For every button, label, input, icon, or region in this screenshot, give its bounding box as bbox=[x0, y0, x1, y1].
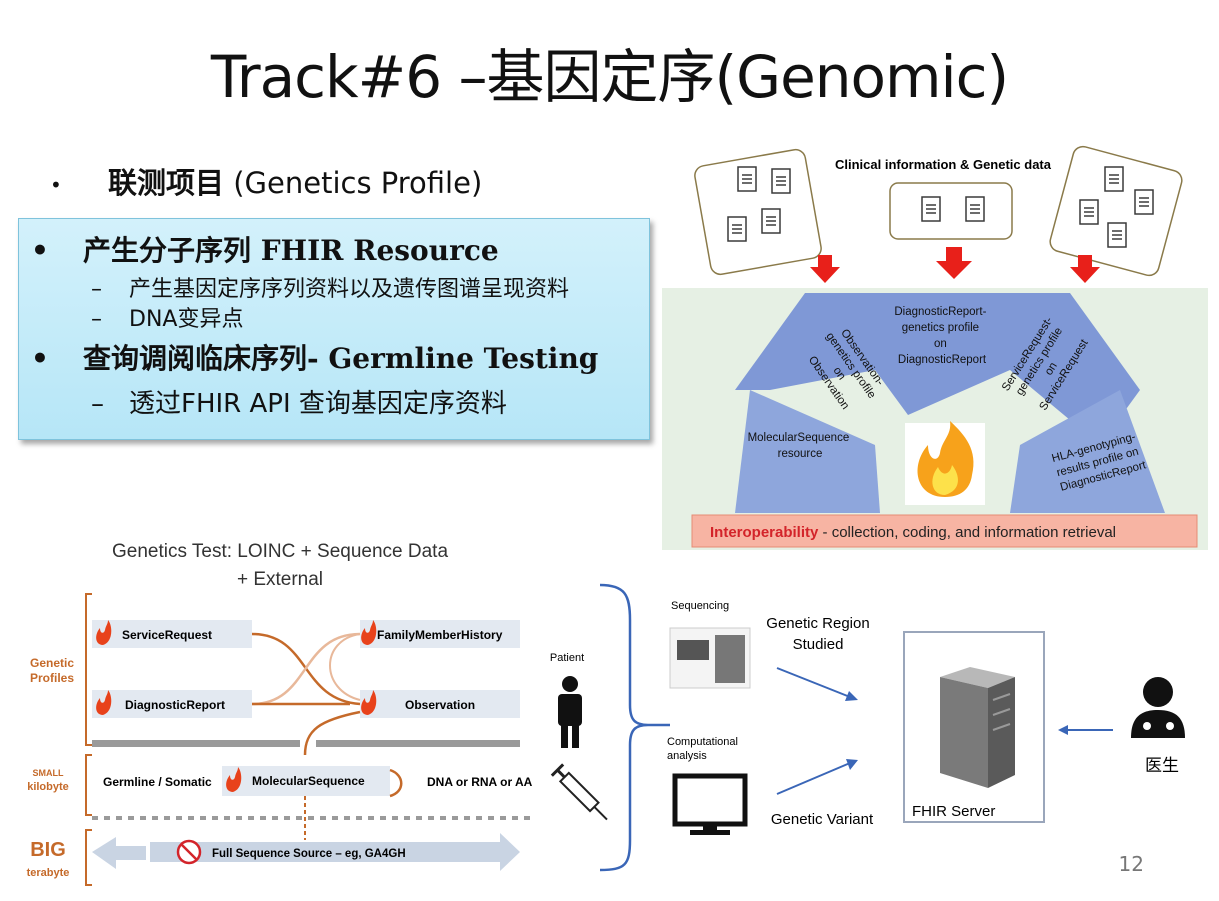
document-icon bbox=[771, 168, 791, 194]
flow-diagram: Genetics Test: LOINC + Sequence Data + E… bbox=[27, 541, 533, 886]
svg-text:MolecularSequence: MolecularSequence bbox=[252, 774, 365, 788]
fan-diagram: Clinical information & Genetic data Mole… bbox=[662, 145, 1208, 550]
document-icon bbox=[1134, 189, 1154, 215]
slide-number: 12 bbox=[1118, 852, 1144, 876]
computational-label-1: Computational bbox=[667, 736, 738, 748]
svg-text:terabyte: terabyte bbox=[27, 867, 70, 879]
node-molecularsequence bbox=[222, 766, 390, 796]
red-arrow-icon bbox=[810, 255, 840, 283]
bullet-marker: • bbox=[50, 173, 62, 197]
region-label-1: Genetic Region bbox=[766, 615, 869, 632]
svg-text:Patient: Patient bbox=[550, 652, 584, 664]
doctor-icon bbox=[1131, 677, 1185, 738]
top-bullet-cn: 联测项目 bbox=[108, 166, 225, 200]
fan-label-molecularsequence: MolecularSequence resource bbox=[748, 432, 853, 460]
document-icon bbox=[921, 196, 941, 222]
document-icon bbox=[965, 196, 985, 222]
node-diagnosticreport bbox=[92, 690, 252, 718]
svg-text:Observation: Observation bbox=[405, 698, 475, 712]
red-arrow-icon bbox=[936, 247, 972, 279]
document-icon bbox=[1107, 222, 1127, 248]
svg-text:ServiceRequest: ServiceRequest bbox=[122, 628, 212, 642]
fan-header: Clinical information & Genetic data bbox=[835, 157, 1052, 172]
svg-text:Full Sequence Source – eg, GA4: Full Sequence Source – eg, GA4GH bbox=[212, 848, 406, 860]
fan-segment-observation bbox=[735, 293, 875, 390]
document-icon bbox=[1079, 199, 1099, 225]
flow-title-1: Genetics Test: LOINC + Sequence Data bbox=[112, 541, 448, 562]
svg-text:DiagnosticReport: DiagnosticReport bbox=[125, 698, 225, 712]
svg-text:BIG: BIG bbox=[30, 839, 66, 861]
document-icon bbox=[1104, 166, 1124, 192]
node-observation bbox=[360, 690, 520, 718]
doc-group-left bbox=[694, 148, 822, 276]
monitor-icon bbox=[672, 773, 748, 835]
patient-icon bbox=[558, 676, 582, 748]
box-sub-2: –DNA变异点 bbox=[91, 307, 244, 332]
node-full-sequence bbox=[150, 833, 520, 871]
flow-title-2: + External bbox=[237, 569, 323, 590]
fan-segment-diagnosticreport bbox=[875, 293, 1010, 415]
fan-segment-hla bbox=[1010, 390, 1165, 513]
node-familymemberhistory bbox=[360, 620, 520, 648]
box-sub-1: –产生基因定序序列资料以及遗传图谱呈现资料 bbox=[91, 277, 570, 302]
top-bullet: • 联测项目 (Genetics Profile) bbox=[50, 160, 482, 202]
box-bullet-2: •查询调阅临床序列- Germline Testing bbox=[31, 342, 599, 375]
svg-text:Sequencing: Sequencing bbox=[671, 600, 729, 612]
svg-text:Genetic Variant: Genetic Variant bbox=[771, 811, 874, 828]
region-label-2: Studied bbox=[793, 636, 844, 653]
doc-group-middle bbox=[889, 182, 1013, 240]
fan-label-diagnosticreport: DiagnosticReport- genetics profile on Di… bbox=[894, 306, 989, 366]
svg-text:FamilyMemberHistory: FamilyMemberHistory bbox=[377, 628, 503, 642]
document-icon bbox=[761, 208, 781, 234]
interoperability-text: Interoperability - collection, coding, a… bbox=[710, 524, 1116, 541]
syringe-icon bbox=[550, 763, 608, 821]
svg-text:kilobyte: kilobyte bbox=[27, 781, 69, 793]
node-servicerequest bbox=[92, 620, 252, 648]
label-profiles: Profiles bbox=[30, 671, 74, 685]
box-sub-3: –透过FHIR API 查询基因定序资料 bbox=[91, 389, 507, 419]
svg-text:FHIR Server: FHIR Server bbox=[912, 803, 995, 820]
svg-text:医生: 医生 bbox=[1145, 756, 1179, 775]
box-bullet-1: •产生分子序列 FHIR Resource bbox=[31, 234, 499, 267]
server-icon bbox=[940, 667, 1015, 788]
document-icon bbox=[737, 166, 757, 192]
label-genetic: Genetic bbox=[30, 656, 74, 670]
fan-segment-molecularsequence bbox=[735, 390, 880, 513]
svg-text:Germline / Somatic: Germline / Somatic bbox=[103, 775, 212, 789]
document-icon bbox=[727, 216, 747, 242]
flame-icons bbox=[96, 620, 377, 792]
red-arrow-icon bbox=[1070, 255, 1100, 283]
computational-label-2: analysis bbox=[667, 750, 707, 762]
top-bullet-en: (Genetics Profile) bbox=[224, 166, 483, 200]
highlight-box: •产生分子序列 FHIR Resource –产生基因定序序列资料以及遗传图谱呈… bbox=[18, 218, 650, 440]
interoperability-bar bbox=[691, 514, 1198, 548]
svg-text:DNA or RNA or AA: DNA or RNA or AA bbox=[427, 775, 533, 789]
flame-icon bbox=[917, 421, 974, 497]
slide-title: Track#6 –基因定序(Genomic) bbox=[210, 43, 1009, 111]
svg-text:SMALL: SMALL bbox=[33, 768, 64, 778]
doc-group-right bbox=[1049, 145, 1183, 277]
fhir-flow-diagram: Patient Sequencing Computational analysi… bbox=[550, 583, 1185, 872]
